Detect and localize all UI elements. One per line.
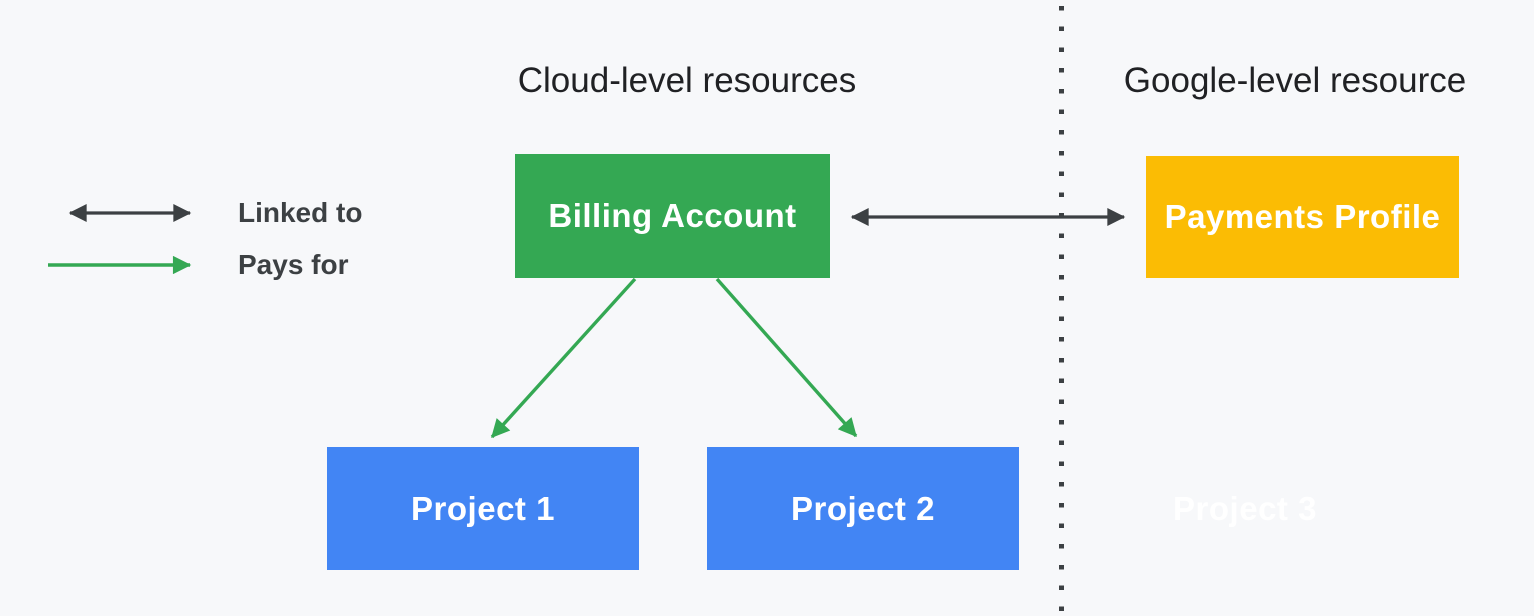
project-2-node: Project 2 [707, 447, 1019, 570]
billing-account-node: Billing Account [515, 154, 830, 278]
legend-pays-for-label: Pays for [238, 249, 349, 280]
google-level-resource-heading: Google-level resource [1123, 61, 1467, 100]
billing-project1-pays-arrow [490, 277, 637, 439]
billing-account-label: Billing Account [548, 197, 797, 234]
boundary-dotted-line [1059, 6, 1064, 616]
billing-project2-pays-arrow [715, 277, 858, 438]
project-2-label: Project 2 [791, 489, 935, 527]
payments-profile-node: Payments Profile [1146, 156, 1459, 278]
project-3-node: Project 3 [1089, 447, 1401, 570]
payments-profile-label: Payments Profile [1164, 198, 1441, 235]
project-1-node: Project 1 [327, 447, 639, 570]
cloud-level-resources-heading: Cloud-level resources [517, 61, 857, 100]
project-1-label: Project 1 [411, 489, 555, 527]
legend-linked-to-label: Linked to [238, 197, 363, 228]
project-3-label: Project 3 [1173, 489, 1317, 527]
